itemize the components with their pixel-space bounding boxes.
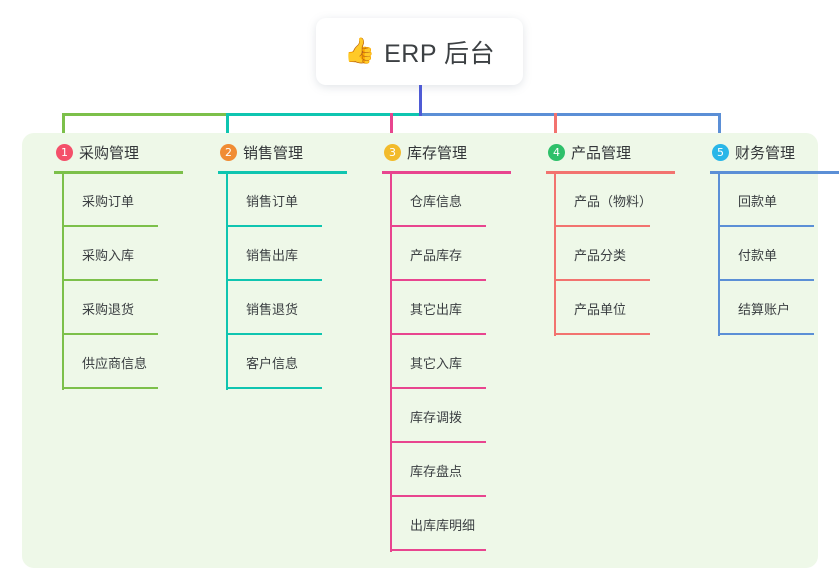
leaf-label: 产品分类 (574, 248, 627, 263)
leaf-label: 产品（物料） (574, 194, 653, 209)
branch-rule-4 (546, 171, 675, 174)
connector-bar-1 (62, 113, 229, 116)
branch-rule-5 (710, 171, 839, 174)
branch-spine-4 (554, 173, 556, 336)
branch-badge-2: 2 (220, 143, 237, 161)
connector-drop-4 (554, 113, 557, 141)
leaf-rule (62, 333, 158, 335)
leaf-label: 销售退货 (246, 302, 299, 317)
leaf-label: 其它入库 (410, 356, 463, 371)
leaf-rule (226, 279, 322, 281)
branch-label-2: 销售管理 (243, 144, 304, 162)
branch-spine-2 (226, 173, 228, 390)
thumbs-up-emoji: 👍 (343, 37, 376, 65)
connector-bar-2 (226, 113, 422, 116)
branch-header-3[interactable]: 3 库存管理 (366, 133, 526, 171)
leaf-rule (718, 333, 814, 335)
branch-rule-1 (54, 171, 183, 174)
connector-drop-3 (390, 113, 393, 141)
branch-header-4[interactable]: 4 产品管理 (530, 133, 690, 171)
branch-spine-3 (390, 173, 392, 552)
leaf-label: 客户信息 (246, 356, 299, 371)
leaf-rule (390, 225, 486, 227)
leaf-label: 采购订单 (82, 194, 135, 209)
leaf-rule (554, 279, 650, 281)
leaf-label: 库存调拨 (410, 410, 463, 425)
branch-column-3: 3 库存管理仓库信息产品库存其它出库其它入库库存调拨库存盘点出库库明细 (366, 133, 526, 552)
leaf-label: 回款单 (738, 194, 778, 209)
branch-header-1[interactable]: 1 采购管理 (38, 133, 198, 171)
leaf-rule (390, 495, 486, 497)
leaf-rule (554, 225, 650, 227)
connector-drop-1 (62, 113, 65, 141)
root-title: ERP 后台 (384, 39, 496, 68)
leaf-rule (390, 549, 486, 551)
leaf-label: 产品单位 (574, 302, 627, 317)
leaf-rule (62, 225, 158, 227)
branch-column-4: 4 产品管理产品（物料） 产品分类产品单位 (530, 133, 690, 336)
leaf-label: 结算账户 (738, 302, 791, 317)
connector-drop-5 (718, 113, 721, 141)
leaf-rule (226, 225, 322, 227)
leaf-label: 其它出库 (410, 302, 463, 317)
connector-stem (419, 85, 422, 116)
leaf-rule (718, 279, 814, 281)
branch-header-5[interactable]: 5 财务管理 (694, 133, 839, 171)
branch-label-4: 产品管理 (571, 144, 632, 162)
leaf-label: 仓库信息 (410, 194, 463, 209)
branch-rule-3 (382, 171, 511, 174)
leaf-rule (226, 387, 322, 389)
branch-spine-1 (62, 173, 64, 390)
leaf-label: 销售订单 (246, 194, 299, 209)
branch-label-5: 财务管理 (735, 144, 796, 162)
branch-label-1: 采购管理 (79, 144, 140, 162)
leaf-label: 付款单 (738, 248, 778, 263)
leaf-label: 出库库明细 (410, 518, 476, 533)
leaf-rule (226, 333, 322, 335)
branch-column-1: 1 采购管理采购订单采购入库采购退货供应商信息 (38, 133, 198, 390)
branch-header-2[interactable]: 2 销售管理 (202, 133, 362, 171)
branch-rule-2 (218, 171, 347, 174)
leaf-label: 库存盘点 (410, 464, 463, 479)
branch-badge-4: 4 (548, 143, 565, 161)
branch-spine-5 (718, 173, 720, 336)
leaf-rule (554, 333, 650, 335)
branch-badge-3: 3 (384, 143, 401, 161)
branch-column-5: 5 财务管理回款单付款单结算账户 (694, 133, 839, 336)
connector-bar-3 (419, 113, 721, 116)
branch-column-2: 2 销售管理销售订单销售出库销售退货客户信息 (202, 133, 362, 390)
leaf-rule (390, 279, 486, 281)
leaf-rule (390, 333, 486, 335)
branch-badge-5: 5 (712, 143, 729, 161)
leaf-label: 产品库存 (410, 248, 463, 263)
leaf-rule (390, 387, 486, 389)
connector-drop-2 (226, 113, 229, 141)
root-node[interactable]: 👍 ERP 后台 (316, 18, 523, 85)
leaf-rule (62, 387, 158, 389)
branch-label-3: 库存管理 (407, 144, 468, 162)
leaf-label: 供应商信息 (82, 356, 148, 371)
branch-badge-1: 1 (56, 143, 73, 161)
leaf-rule (390, 441, 486, 443)
leaf-rule (718, 225, 814, 227)
leaf-label: 采购退货 (82, 302, 135, 317)
leaf-label: 销售出库 (246, 248, 299, 263)
leaf-rule (62, 279, 158, 281)
leaf-label: 采购入库 (82, 248, 135, 263)
mindmap-panel: 1 采购管理采购订单采购入库采购退货供应商信息 2 销售管理销售订单销售出库销售退货客… (22, 133, 839, 568)
